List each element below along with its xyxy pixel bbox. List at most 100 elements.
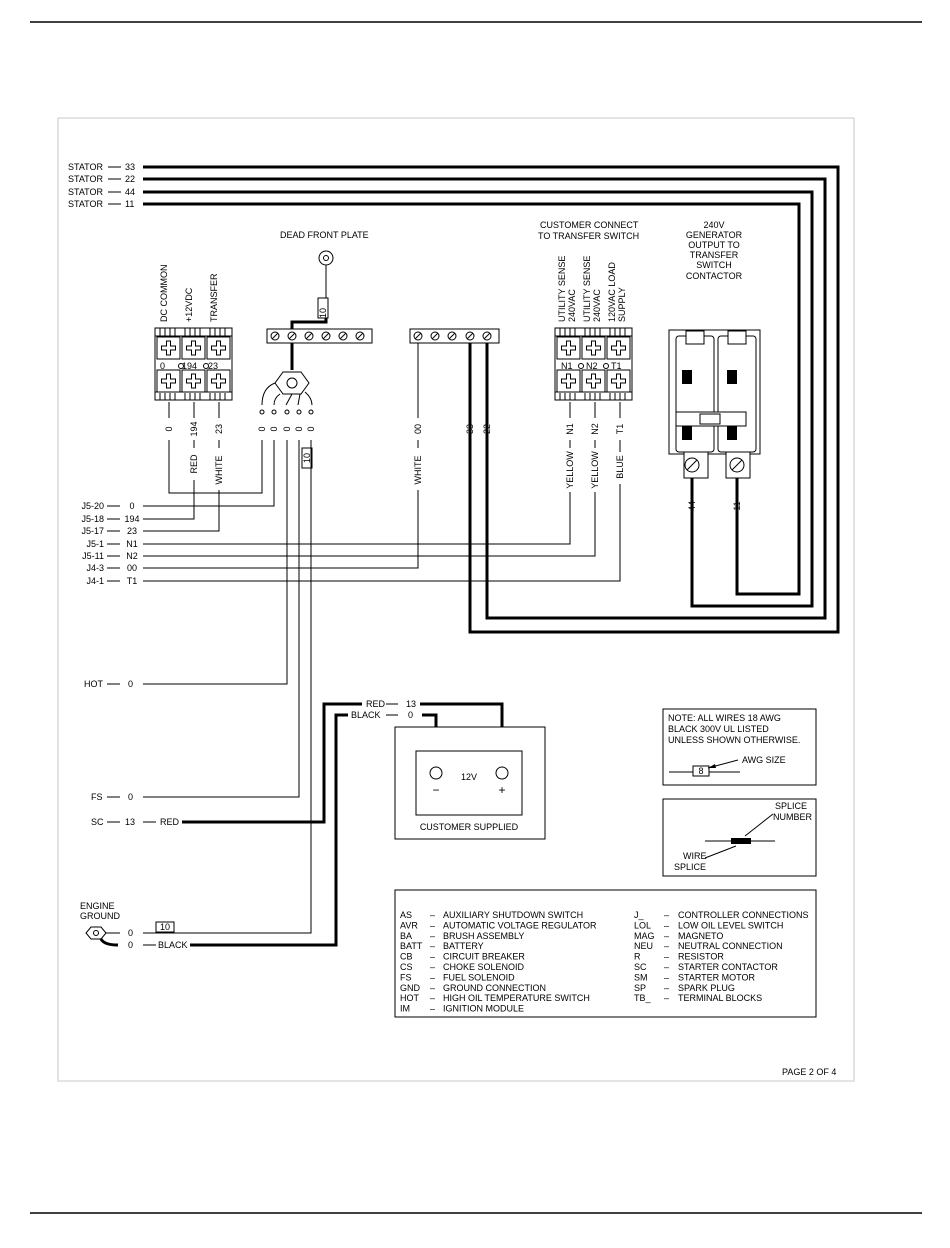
tb-screw	[561, 373, 576, 389]
splice-box: SPLICE NUMBER WIRE SPLICE	[662, 798, 817, 877]
strip-screw-slot	[414, 332, 422, 340]
wire-stator-11	[143, 202, 801, 596]
customer-connect-title-1: CUSTOMER CONNECT	[540, 220, 639, 230]
tb-screw	[211, 373, 226, 389]
stator-44-name: STATOR	[68, 187, 104, 197]
legend-abbr: FS	[400, 972, 412, 982]
fs-pin: FS	[91, 792, 103, 802]
j-num: N2	[126, 551, 138, 561]
tbl-wire-1: 194	[189, 421, 199, 436]
legend-desc: HIGH OIL TEMPERATURE SWITCH	[443, 993, 590, 1003]
tb-screw	[161, 340, 176, 356]
stud-wire-num: 0	[294, 426, 304, 431]
legend-abbr: LOL	[634, 920, 651, 930]
terminal-block-left: DC COMMON +12VDC TRANSFER 0 194 23	[154, 265, 233, 401]
j-num: T1	[127, 576, 138, 586]
tb-left-header-0: DC COMMON	[159, 265, 169, 323]
tbl-color-red: RED	[189, 454, 199, 474]
strip-screw-slot	[483, 332, 491, 340]
j-pin: J5-20	[81, 501, 104, 511]
j-pin: J4-3	[86, 563, 104, 573]
legend-desc: IGNITION MODULE	[443, 1004, 524, 1014]
legend-abbr: SM	[634, 972, 648, 982]
terminal-strip-left	[266, 328, 373, 344]
legend-abbr: R	[634, 952, 641, 962]
engine-ground-line1: ENGINE	[80, 901, 115, 911]
sc-num: 13	[125, 817, 135, 827]
engine-ground-tag-num: 10	[160, 922, 170, 932]
tb-left-term-1: 194	[182, 361, 197, 371]
tb-screw	[161, 373, 176, 389]
strip-wire-00: 00	[413, 424, 423, 434]
stud-wire-num: 0	[257, 426, 267, 431]
note-line-0: NOTE: ALL WIRES 18 AWG	[668, 713, 781, 723]
fs-num: 0	[128, 792, 133, 802]
legend-desc: BRUSH ASSEMBLY	[443, 931, 524, 941]
dead-front-wire-tag	[317, 297, 329, 319]
terminal-block-right: CUSTOMER CONNECT TO TRANSFER SWITCH UTIL…	[538, 220, 639, 401]
stator-11-name: STATOR	[68, 199, 104, 209]
tb-screw	[186, 340, 201, 356]
strip-color-white: WHITE	[413, 456, 423, 485]
legend-abbr: MAG	[634, 931, 655, 941]
legend-dash: –	[664, 931, 669, 941]
strip-screw-slot	[322, 332, 330, 340]
ground-stud	[261, 371, 313, 406]
gen-output-line-0: 240V	[703, 220, 724, 230]
tbr-color-2: BLUE	[615, 455, 625, 479]
terminal-strip-right	[409, 328, 500, 344]
legend-dash: –	[664, 972, 669, 982]
legend-abbr: CS	[400, 962, 413, 972]
tbl-wire-0: 0	[164, 426, 174, 431]
engine-ground-num-b: 0	[128, 940, 133, 950]
legend-desc: RESISTOR	[678, 952, 724, 962]
legend-abbr: GND	[400, 983, 421, 993]
sc-pin: SC	[91, 817, 104, 827]
strip-screw-slot	[339, 332, 347, 340]
note-awg: AWG SIZE	[742, 755, 786, 765]
legend-desc: CONTROLLER CONNECTIONS	[678, 910, 809, 920]
wire-stator-22	[143, 177, 827, 620]
legend-dash: –	[430, 993, 435, 1003]
legend-desc: TERMINAL BLOCKS	[678, 993, 762, 1003]
legend-dash: –	[430, 920, 435, 930]
tb-right-header-2a: 120VAC LOAD	[607, 262, 617, 322]
tbl-wire-2: 23	[214, 424, 224, 434]
strip-screw-slot	[448, 332, 456, 340]
tb-right-header-0a: UTILITY SENSE	[557, 256, 567, 322]
stator-22-name: STATOR	[68, 174, 104, 184]
tb-left-wires: 0 194 23 RED WHITE	[143, 402, 275, 532]
tbl-color-white: WHITE	[214, 456, 224, 485]
tb-screw	[611, 373, 626, 389]
legend-abbr: HOT	[400, 993, 420, 1003]
j-num: N1	[126, 539, 138, 549]
engine-ground-color: BLACK	[158, 940, 188, 950]
tb-left-header-2: TRANSFER	[209, 273, 219, 322]
battery-black-label: BLACK	[351, 710, 381, 720]
stud-wire-ring	[284, 409, 290, 415]
legend-dash: –	[430, 962, 435, 972]
note-sample: 8	[698, 766, 703, 776]
tb-left-header-1: +12VDC	[184, 287, 194, 322]
legend-dash: –	[664, 993, 669, 1003]
stud-wire-num: 0	[306, 426, 316, 431]
battery-plus: +	[498, 783, 505, 797]
note-box: NOTE: ALL WIRES 18 AWG BLACK 300V UL LIS…	[662, 708, 817, 786]
tb-right-header-1b: 240VAC	[592, 289, 602, 322]
tb-left-term-0: 0	[160, 361, 165, 371]
stud-wire-num: 0	[269, 426, 279, 431]
splice-bot-2: SPLICE	[674, 862, 706, 872]
stator-33-num: 33	[125, 162, 135, 172]
legend-desc: SPARK PLUG	[678, 983, 735, 993]
wire-stator-33	[143, 165, 840, 634]
legend-dash: –	[664, 910, 669, 920]
gen-output-line-4: SWITCH	[696, 260, 732, 270]
legend-abbr: NEU	[634, 941, 653, 951]
engine-ground-num-a: 0	[128, 928, 133, 938]
tb-right-term-0: N1	[561, 361, 573, 371]
stud-wire-ring	[308, 409, 314, 415]
j-num: 0	[129, 501, 134, 511]
legend-abbr: AVR	[400, 920, 418, 930]
